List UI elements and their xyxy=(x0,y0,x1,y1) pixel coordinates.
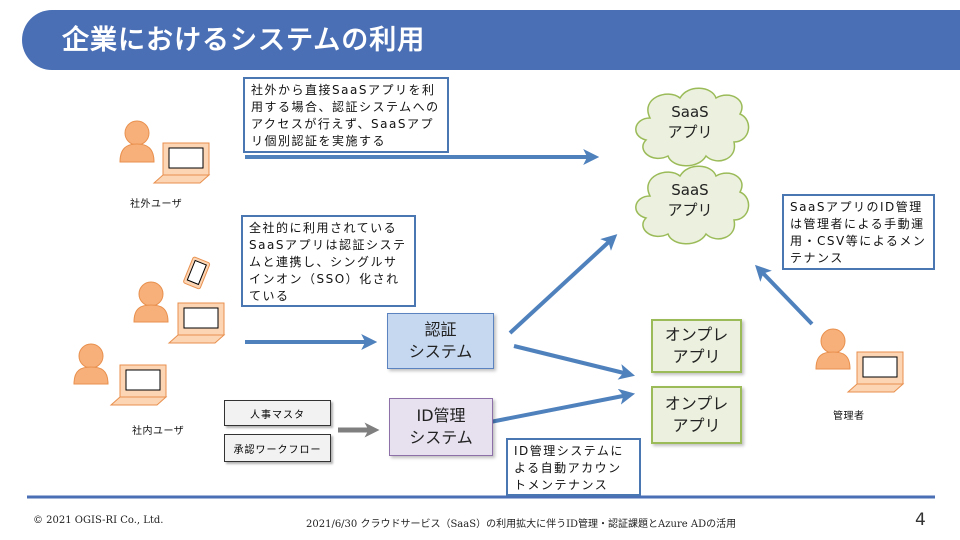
arrow-auth-to-onprem xyxy=(513,344,635,380)
footer-subtitle: 2021/6/30 クラウドサービス（SaaS）の利用拡大に伴うID管理・認証課… xyxy=(306,519,737,530)
auth-system-box: 認証 システム xyxy=(387,313,494,369)
onprem-app-2-box: オンプレ アプリ xyxy=(651,386,742,444)
laptop-icon xyxy=(109,364,168,406)
onprem-app-1-box: オンプレ アプリ xyxy=(651,319,742,373)
saas-app-2-label: SaaS アプリ xyxy=(667,181,713,219)
admin-note-callout: SaaSアプリのID管理は管理者による手動運用・CSV等によるメンテナンス xyxy=(782,194,935,270)
cloud-saas-2 xyxy=(635,165,750,245)
external-note-callout: 社外から直接SaaSアプリを利用する場合、認証システムへのアクセスが行えず、Sa… xyxy=(243,77,449,153)
internal-user-icon xyxy=(73,343,109,385)
arrow-auth-to-saas xyxy=(508,234,618,335)
approval-workflow-box: 承認ワークフロー xyxy=(224,434,331,462)
cloud-saas-1 xyxy=(635,87,750,167)
arrow-admin-to-saas xyxy=(755,264,814,326)
laptop-icon xyxy=(152,142,211,184)
title-bar xyxy=(22,10,960,70)
copyright: © 2021 OGIS-RI Co., Ltd. xyxy=(33,515,164,526)
page-title: 企業におけるシステムの利用 xyxy=(62,25,426,56)
saas-app-1-label: SaaS アプリ xyxy=(667,103,713,141)
hr-master-box: 人事マスタ xyxy=(224,400,331,426)
arrow-idm-to-onprem xyxy=(479,388,636,426)
external-user-icon xyxy=(119,120,155,163)
admin-label: 管理者 xyxy=(833,411,865,422)
laptop-icon xyxy=(846,351,905,393)
idm-note-callout: ID管理システムによる自動アカウントメンテナンス xyxy=(506,438,641,496)
internal-user-label: 社内ユーザ xyxy=(132,426,185,437)
admin-user-icon xyxy=(815,328,851,370)
page-number: 4 xyxy=(915,510,926,530)
external-user-label: 社外ユーザ xyxy=(130,199,183,210)
internal-user-icon xyxy=(133,281,169,323)
laptop-icon xyxy=(167,302,226,344)
internal-note-callout: 全社的に利用されているSaaSアプリは認証システムと連携し、シングルサインオン（… xyxy=(241,215,416,307)
smartphone-icon xyxy=(183,256,211,290)
id-management-system-box: ID管理 システム xyxy=(389,398,493,456)
